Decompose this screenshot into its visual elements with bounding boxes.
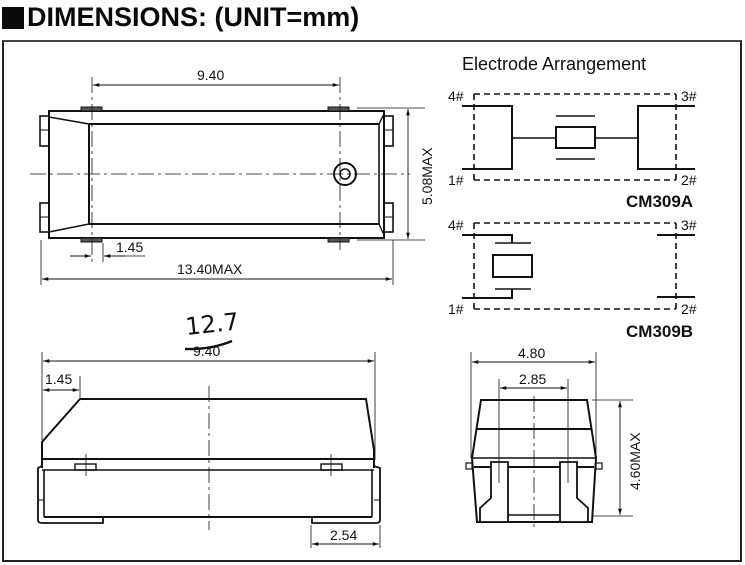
cm309a-label: CM309A [626,192,693,211]
top-view [30,77,425,285]
dim-length-struck: 9.40 [193,343,220,359]
cm309a-pin-4: 4# [448,88,464,104]
cm309b-pin-3: 3# [681,217,697,233]
cm309a-pin-2: 2# [681,172,697,188]
dim-width: 4.80 [518,345,545,361]
dim-pad: 2.54 [330,527,357,543]
cm309b-pin-4: 4# [448,217,464,233]
cm309b-pin-2: 2# [681,301,697,317]
cm309b-schematic [462,222,695,310]
dim-end-height: 4.60MAX [627,432,643,490]
handwritten-correction: 12.7 [184,308,240,341]
end-view [465,352,633,530]
dim-pad-pitch: 9.40 [197,67,224,83]
dim-pad-offset: 1.45 [116,239,143,255]
cm309a-pin-1: 1# [448,172,464,188]
dim-length: 13.40MAX [177,261,243,277]
dim-pad-spacing: 2.85 [519,371,546,387]
cm309b-label: CM309B [626,322,693,341]
dim-height: 5.08MAX [419,147,435,205]
black-square-icon [2,6,24,29]
cm309a-pin-3: 3# [681,88,697,104]
side-view [37,339,381,548]
drawing-frame [2,40,742,562]
page-title-text: DIMENSIONS: (UNIT=mm) [27,1,360,32]
cm309b-pin-1: 1# [448,301,464,317]
cm309a-schematic [462,93,695,181]
page-title: DIMENSIONS: (UNIT=mm) [2,0,359,34]
electrode-heading: Electrode Arrangement [462,54,646,74]
dim-chamfer: 1.45 [45,371,72,387]
